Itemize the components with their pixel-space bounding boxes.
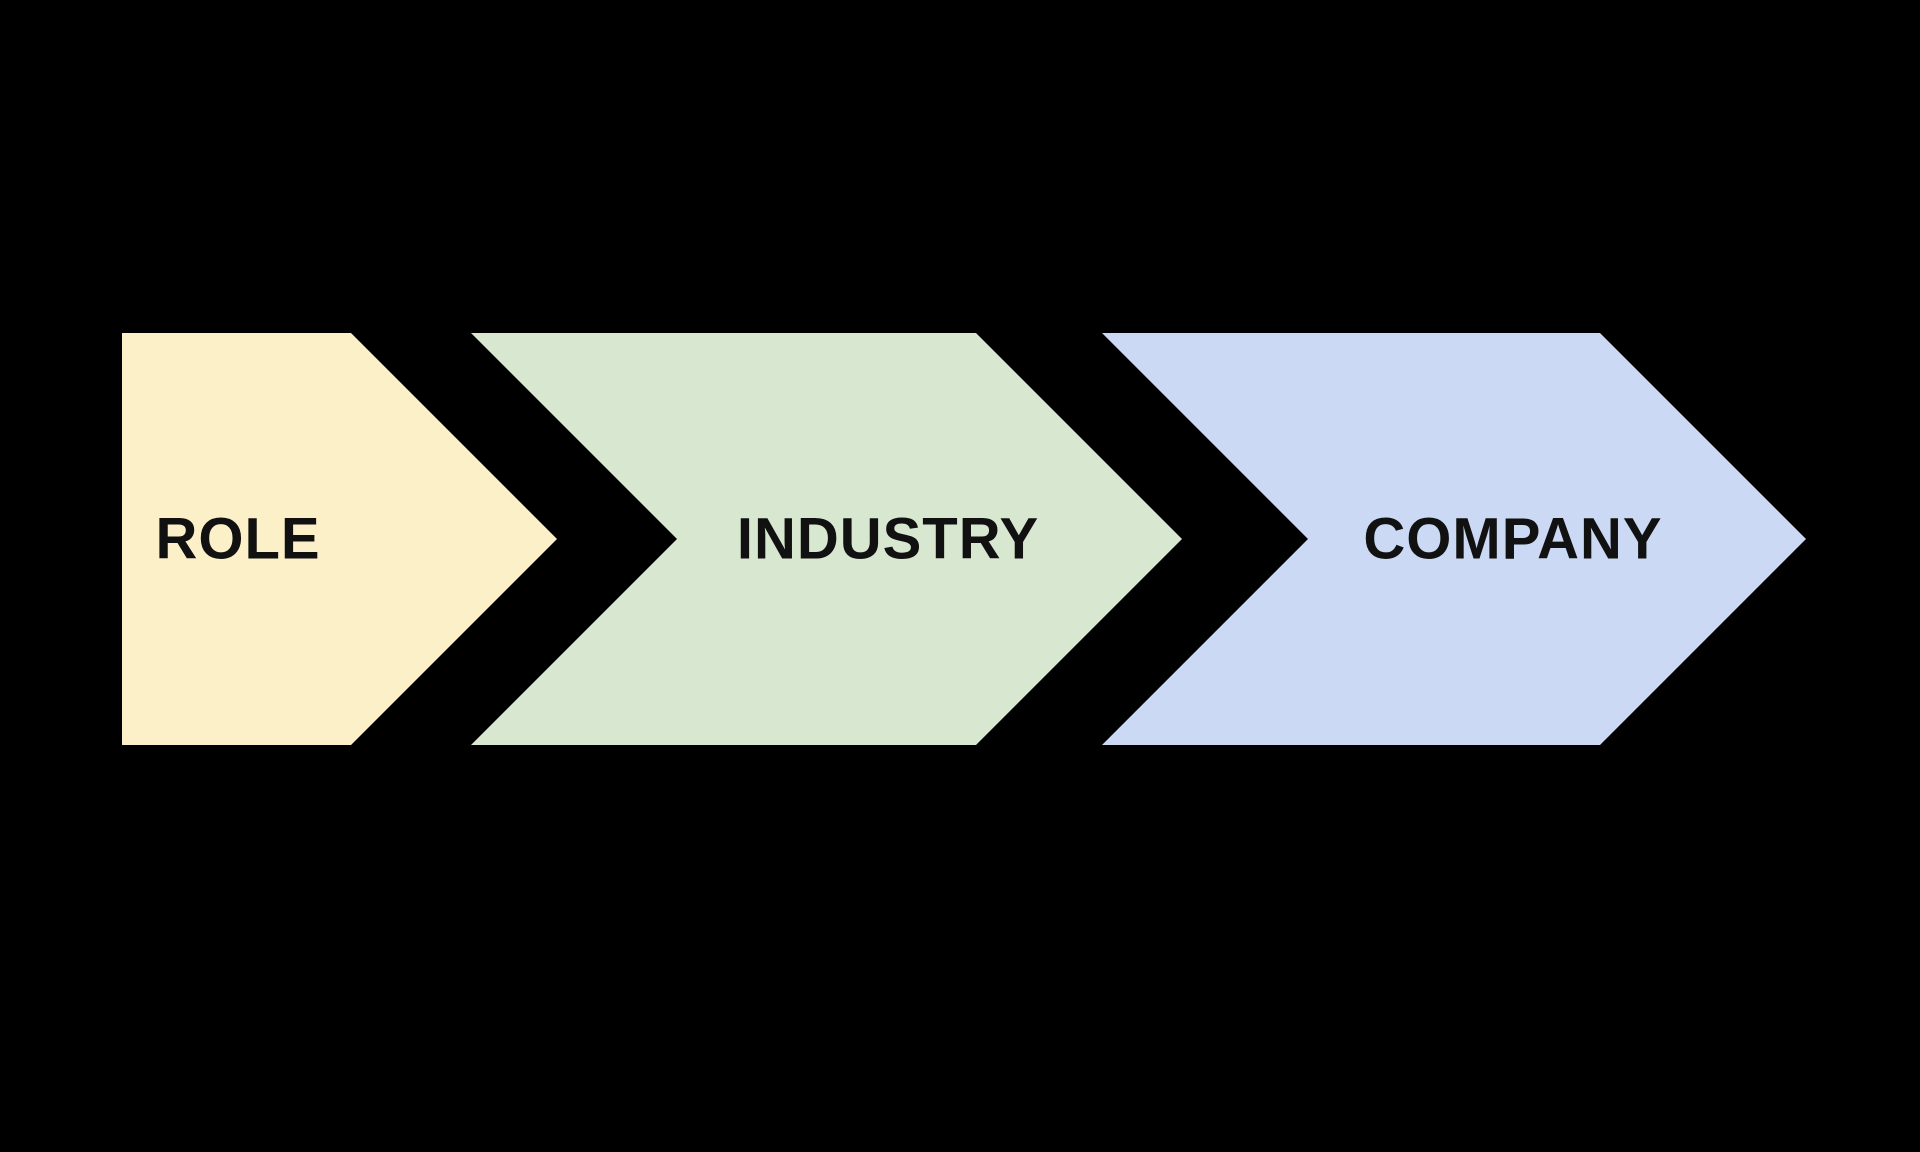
chevron-role-label: ROLE <box>155 507 320 572</box>
chevron-industry-shape <box>471 333 1182 745</box>
chevron-company-shape <box>1102 333 1806 745</box>
chevron-industry-label: INDUSTRY <box>737 507 1039 572</box>
chevron-company-label: COMPANY <box>1363 507 1662 572</box>
chevron-role-shape <box>122 333 557 745</box>
